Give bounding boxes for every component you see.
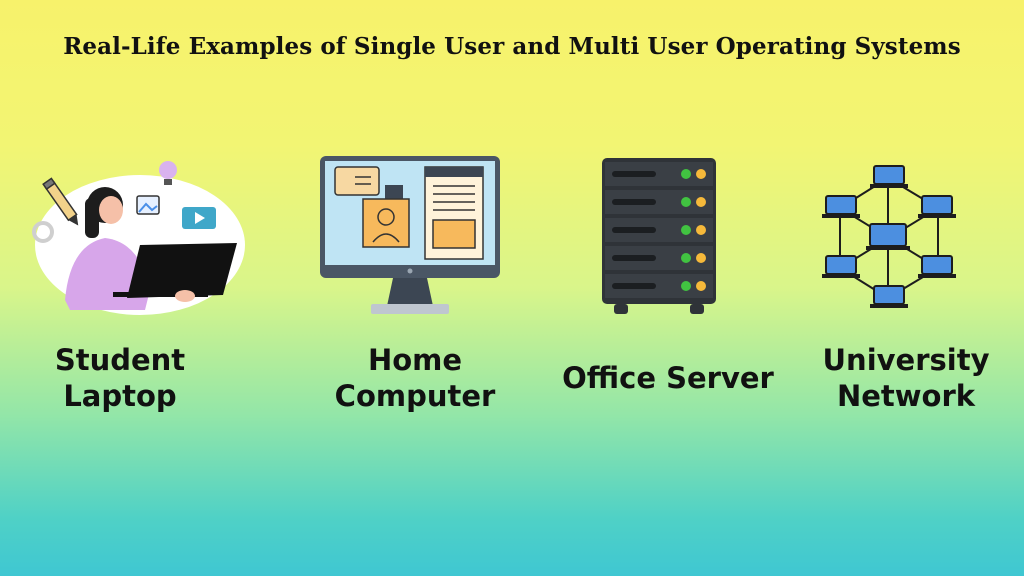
- card-office-server: Office Server: [548, 150, 788, 440]
- card-label: Office Server: [548, 360, 788, 396]
- card-label-line: Office Server: [562, 361, 774, 395]
- card-label-line: Laptop: [63, 379, 177, 413]
- card-label-line: Home: [367, 343, 463, 377]
- card-label-line: Computer: [334, 379, 496, 413]
- card-label: Home Computer: [295, 342, 535, 414]
- card-label-line: University: [822, 343, 990, 377]
- card-label: University Network: [786, 342, 1024, 414]
- home-computer-monitor-icon: [320, 156, 500, 314]
- card-university-network: University Network: [786, 150, 1024, 440]
- card-student-laptop: Student Laptop: [0, 150, 245, 440]
- office-server-rack-icon: [602, 158, 716, 314]
- card-label-line: Network: [836, 379, 976, 413]
- card-home-computer: Home Computer: [295, 150, 535, 440]
- card-label-line: Student: [54, 343, 186, 377]
- university-network-icon: [822, 165, 956, 308]
- card-label: Student Laptop: [0, 342, 240, 414]
- student-laptop-illustration: [32, 161, 245, 315]
- page-title: Real-Life Examples of Single User and Mu…: [63, 33, 961, 60]
